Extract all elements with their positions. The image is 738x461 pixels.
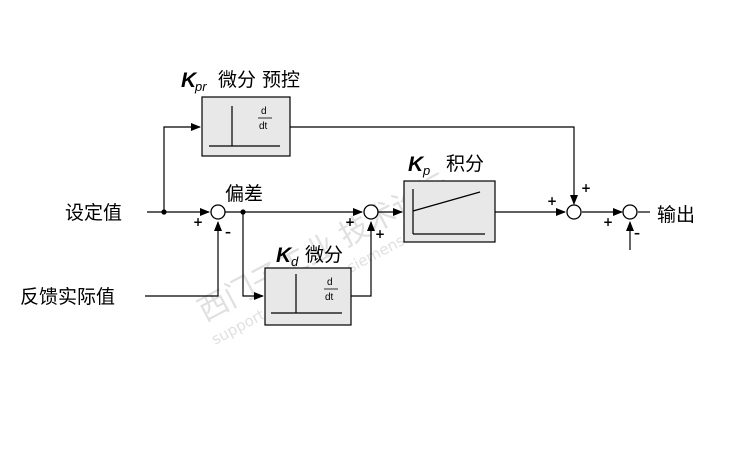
- summing-junction-error: [210, 204, 226, 220]
- sign-minus-feedback: –: [225, 225, 231, 239]
- kd-block: d dt: [264, 267, 352, 326]
- kp-ramp: [412, 191, 481, 212]
- kd-branch: [242, 212, 264, 300]
- sign-plus-sum: +: [603, 215, 613, 229]
- kpr-k: K: [181, 69, 198, 92]
- signal-lines: [145, 123, 650, 300]
- kpr-dt-denominator: dt: [259, 121, 268, 132]
- kpr-d-numerator: d: [261, 106, 267, 117]
- summing-junction-output: [622, 204, 638, 220]
- kd-text: 微分: [305, 244, 343, 266]
- setpoint-label: 设定值: [65, 202, 122, 224]
- kd-dt-denominator: dt: [325, 292, 334, 303]
- sign-plus-kd: +: [375, 227, 385, 241]
- kd-k: K: [276, 244, 293, 267]
- sign-plus-kpr: +: [581, 181, 591, 195]
- feedforward-branch: [163, 123, 201, 212]
- kd-label: K d 微分: [276, 244, 343, 269]
- output-label: 输出: [657, 204, 695, 226]
- kpr-label: K pr 微分 预控: [181, 69, 300, 94]
- kpr-subscript: pr: [194, 79, 207, 94]
- kp-block: [403, 180, 496, 243]
- feedback-label: 反馈实际值: [20, 286, 115, 308]
- summing-junction-feedforward: [566, 204, 582, 220]
- sign-plus-error: +: [345, 215, 355, 229]
- kd-output-line: [351, 221, 375, 297]
- kp-k: K: [408, 153, 425, 176]
- kpr-output-line: [290, 126, 578, 205]
- kd-subscript: d: [291, 254, 299, 269]
- error-label: 偏差: [225, 183, 263, 205]
- sign-plus-setpoint: +: [193, 215, 203, 229]
- feedback-line: [145, 221, 222, 297]
- sign-plus-kp: +: [547, 194, 557, 208]
- kpr-block: d dt: [201, 96, 291, 157]
- kp-text: 积分: [446, 153, 484, 175]
- sign-minus-disturbance: –: [634, 226, 640, 240]
- kp-label: K p 积分: [408, 153, 484, 178]
- summing-junction-derivative: [363, 204, 379, 220]
- kd-d-numerator: d: [327, 277, 333, 288]
- kp-subscript: p: [422, 163, 430, 178]
- kpr-text: 微分 预控: [218, 69, 300, 91]
